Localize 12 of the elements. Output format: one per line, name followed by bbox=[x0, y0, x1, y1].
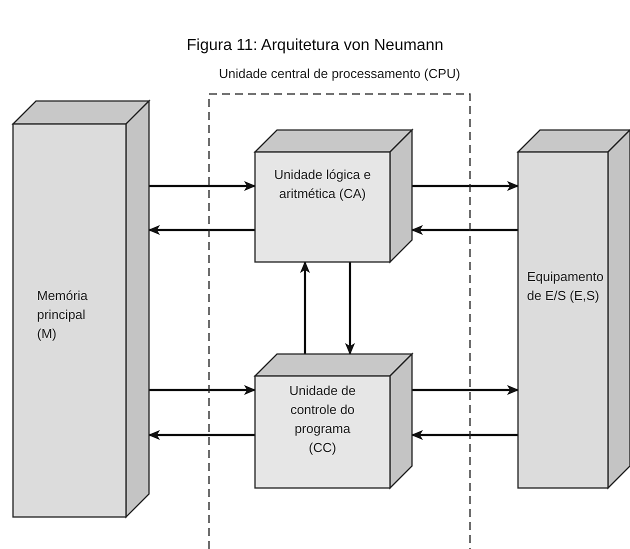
arrow bbox=[412, 181, 519, 191]
arrow bbox=[300, 261, 310, 354]
arrow bbox=[148, 225, 255, 235]
arrow bbox=[148, 430, 255, 440]
arrow bbox=[345, 262, 355, 355]
region-heading: Unidade central de processamento (CPU) bbox=[218, 65, 462, 83]
arrow bbox=[149, 385, 256, 395]
figure-title: Figura 11: Arquitetura von Neumann bbox=[186, 37, 444, 55]
arrow bbox=[412, 385, 519, 395]
arrow bbox=[411, 225, 518, 235]
arrow bbox=[149, 181, 256, 191]
arrow bbox=[411, 430, 518, 440]
